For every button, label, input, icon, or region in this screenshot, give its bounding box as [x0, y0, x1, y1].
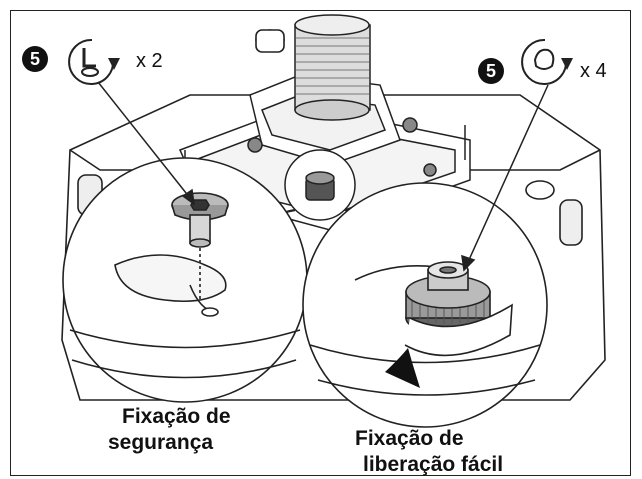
quick-release-knob-zoom [302, 182, 548, 428]
threaded-pipe [294, 14, 371, 121]
security-caption-line1: Fixação de [122, 405, 231, 428]
release-caption-line2: liberação fácil [363, 453, 504, 476]
step-number-badge-left: 5 [22, 46, 48, 72]
security-fixing-caption: Fixação de segurança [108, 404, 231, 456]
security-screw-zoom [62, 157, 308, 403]
center-knob-detail [284, 149, 356, 221]
hand-rotate-icon [521, 38, 573, 85]
security-caption-line2: segurança [108, 431, 214, 454]
step-number-badge-right: 5 [478, 58, 504, 84]
illustration-frame [10, 10, 631, 476]
release-caption-line1: Fixação de [355, 427, 464, 450]
hex-key-rotate-icon [68, 38, 120, 85]
multiplier-right: x 4 [580, 60, 607, 82]
multiplier-left: x 2 [136, 50, 163, 72]
quick-release-caption: Fixação de liberação fácil [355, 426, 503, 478]
leader-lines [97, 81, 549, 272]
rotation-arrow [404, 303, 513, 357]
